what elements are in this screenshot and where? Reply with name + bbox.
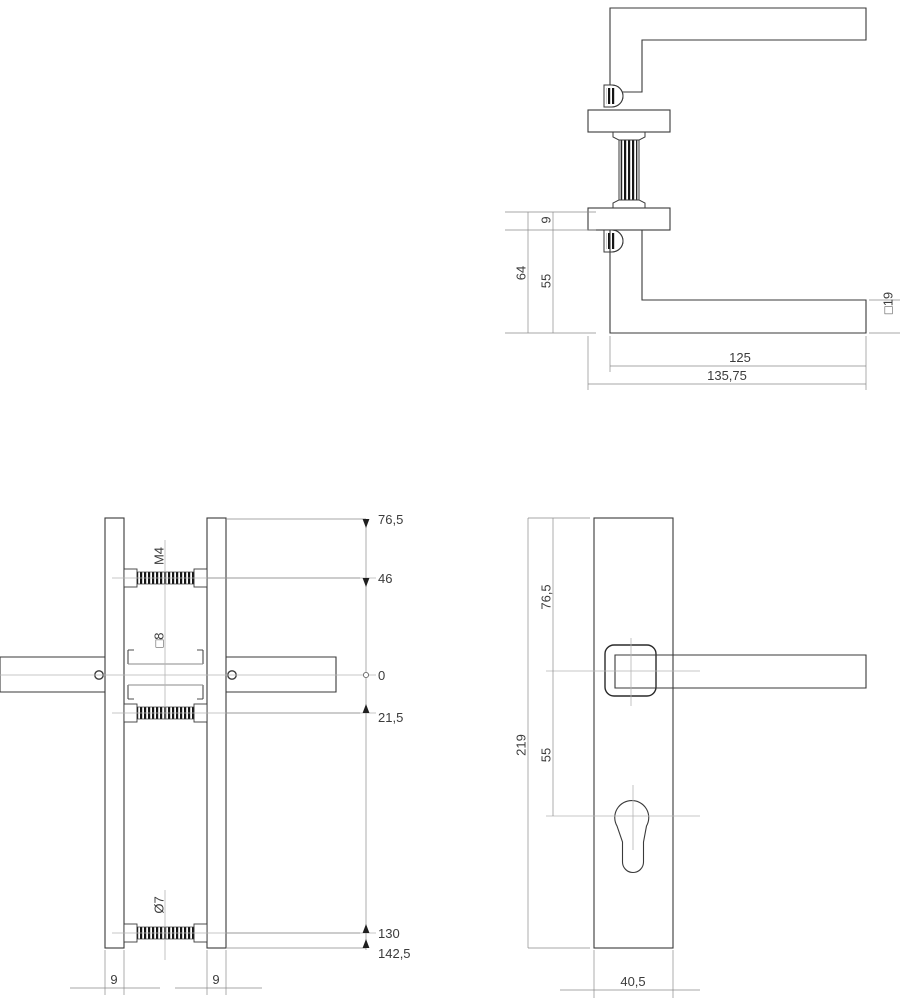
ordinate-142-5: 142,5 — [378, 946, 411, 961]
dim-219: 219 — [513, 734, 528, 756]
view-front-elevation — [593, 517, 867, 949]
ordinate-21-5: 21,5 — [378, 710, 403, 725]
side-elevation-dimension-labels: 64 55 9 □19 125 135,75 — [513, 216, 895, 383]
dim-64: 64 — [513, 266, 528, 280]
dim-plate-width-40-5: 40,5 — [620, 974, 645, 989]
view-section-plan — [0, 517, 337, 949]
right-plate-section — [206, 517, 227, 949]
ordinate-46: 46 — [378, 571, 392, 586]
section-plan-annotations: M4 □8 Ø7 — [151, 547, 166, 914]
lower-set-screw-detail — [603, 229, 624, 253]
left-lever-bar — [0, 656, 105, 693]
upper-rose-plate — [587, 109, 671, 133]
section-plan-ordinate-dimensions — [207, 518, 370, 950]
plate-thickness-labels: 9 9 — [110, 972, 219, 987]
front-elevation-centre-lines — [546, 638, 700, 850]
dim-lever-centre-76-5: 76,5 — [538, 584, 553, 609]
dim-9: 9 — [538, 216, 553, 223]
dim-square-19: □19 — [880, 292, 895, 314]
euro-cylinder-hole — [614, 800, 650, 873]
front-lever-bar — [614, 654, 867, 689]
side-elevation-dimensions — [505, 211, 900, 390]
square-spindle-assembly — [127, 649, 204, 700]
section-plan-dimension-labels: 76,5 46 0 21,5 130 142,5 — [378, 512, 411, 961]
ordinate-0: 0 — [378, 668, 385, 683]
dim-plate-thickness-left: 9 — [110, 972, 117, 987]
upper-set-screw-detail — [603, 84, 624, 108]
dim-135-75: 135,75 — [707, 368, 747, 383]
lever-arm-profile — [609, 229, 867, 334]
lever-rose-square — [604, 644, 657, 697]
ordinate-76-5: 76,5 — [378, 512, 403, 527]
annotation-m4: M4 — [151, 547, 166, 565]
long-back-plate — [593, 517, 674, 949]
plate-thickness-dimensions — [70, 950, 262, 995]
dim-55: 55 — [538, 274, 553, 288]
dim-125: 125 — [729, 350, 751, 365]
left-plate-section — [104, 517, 125, 949]
connecting-bolt — [612, 132, 646, 208]
front-elevation-dimension-labels: 219 76,5 55 40,5 — [513, 584, 645, 989]
ordinate-130: 130 — [378, 926, 400, 941]
front-elevation-dimensions — [527, 517, 700, 998]
annotation-diameter-7: Ø7 — [151, 896, 166, 913]
right-lever-bar — [226, 656, 337, 693]
dim-plate-thickness-right: 9 — [212, 972, 219, 987]
annotation-square-8: □8 — [151, 632, 166, 647]
dim-cylinder-distance-55: 55 — [538, 748, 553, 762]
view-side-elevation — [587, 7, 867, 334]
